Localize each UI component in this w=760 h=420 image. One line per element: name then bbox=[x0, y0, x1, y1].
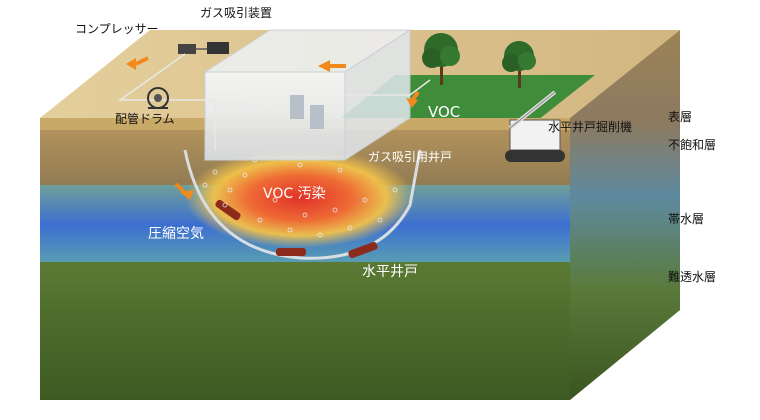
drill-rig bbox=[505, 90, 565, 162]
well-screen-2 bbox=[276, 248, 306, 256]
compressor-unit bbox=[178, 44, 196, 54]
compressed-air-label: 圧縮空気 bbox=[148, 226, 204, 242]
well-screen-3 bbox=[348, 241, 378, 259]
surface-pipe-2 bbox=[345, 79, 431, 96]
voc-plume bbox=[185, 148, 415, 248]
side-face bbox=[570, 30, 680, 400]
surface-pipe bbox=[117, 53, 216, 150]
pipe-drum-icon bbox=[147, 87, 169, 109]
well-screen-1 bbox=[215, 199, 241, 221]
voc-label: VOC bbox=[428, 103, 461, 121]
gas-suction-well-label: ガス吸引用井戸 bbox=[368, 150, 453, 164]
compressor-unit-2 bbox=[207, 42, 229, 54]
gas-suction-device-label: ガス吸引装置 bbox=[200, 6, 273, 20]
horizontal-well-label: 水平井戸 bbox=[362, 264, 418, 280]
pipe-drum-label: 配管ドラム bbox=[115, 112, 175, 126]
tree-icon-2 bbox=[502, 41, 536, 88]
air-bubbles bbox=[202, 157, 398, 238]
compressor-label: コンプレッサー bbox=[75, 22, 159, 36]
voc-contamination-label: VOC 汚染 bbox=[263, 186, 326, 202]
gas-flow-arrow bbox=[318, 60, 330, 72]
impermeable-layer-label: 難透水層 bbox=[668, 270, 717, 284]
tree-icon bbox=[422, 33, 460, 85]
horizontal-well-pipe bbox=[183, 149, 422, 260]
air-flow-arrow bbox=[126, 58, 136, 70]
drill-label: 水平井戸掘削機 bbox=[548, 120, 633, 134]
aquifer-layer-label: 帯水層 bbox=[668, 212, 705, 226]
impermeable-layer bbox=[40, 262, 570, 400]
unsaturated-layer-label: 不飽和層 bbox=[668, 138, 717, 152]
surface-layer-label: 表層 bbox=[668, 110, 693, 124]
